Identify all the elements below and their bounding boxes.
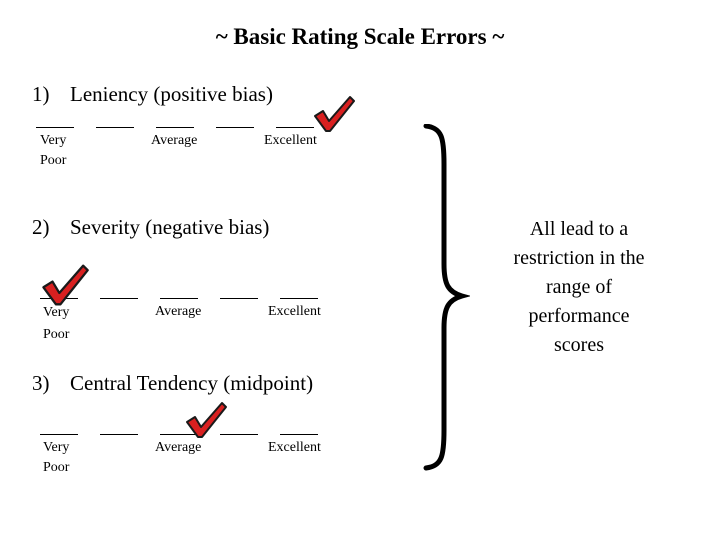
scale-2-blank-4 <box>220 298 258 299</box>
scale-1-blank-5 <box>276 127 314 128</box>
summary-line: restriction in the <box>513 247 645 269</box>
scale-3-high-label: Excellent <box>268 440 321 455</box>
summary-line: All lead to a <box>529 218 629 240</box>
scale-3-blank-2 <box>100 434 138 435</box>
item-1-number: 1) <box>32 82 50 106</box>
scale-3-blank-4 <box>220 434 258 435</box>
scale-1-blank-1 <box>36 127 74 128</box>
summary-line: performance <box>528 305 630 327</box>
red-checkmark-icon <box>186 402 227 438</box>
scale-2-blank-5 <box>280 298 318 299</box>
item-3-label: Central Tendency (midpoint) <box>70 371 314 395</box>
scale-3-blank-3 <box>160 434 198 435</box>
item-2-number: 2) <box>32 215 50 239</box>
scale-1-blank-3 <box>156 127 194 128</box>
scale-1-high-label: Excellent <box>264 133 317 148</box>
scale-3-blank-5 <box>280 434 318 435</box>
scale-2-high-label: Excellent <box>268 304 321 319</box>
scale-1-mid-label: Average <box>151 133 198 148</box>
red-checkmark-icon <box>42 264 89 306</box>
slide-title: ~ Basic Rating Scale Errors ~ <box>215 24 505 49</box>
summary-line: range of <box>545 276 613 298</box>
scale-3-blank-1 <box>40 434 78 435</box>
scale-2-blank-3 <box>160 298 198 299</box>
summary-text: All lead to a restriction in the range o… <box>488 215 670 360</box>
item-1-label: Leniency (positive bias) <box>70 82 273 106</box>
right-curly-brace-icon <box>423 124 470 471</box>
red-checkmark-icon <box>314 96 355 132</box>
scale-2-blank-2 <box>100 298 138 299</box>
item-2-label: Severity (negative bias) <box>70 215 270 239</box>
scale-1-blank-4 <box>216 127 254 128</box>
scale-3-mid-label: Average <box>155 440 202 455</box>
summary-line: scores <box>554 334 604 356</box>
item-2-heading: 2) Severity (negative bias) <box>32 215 269 240</box>
item-3-heading: 3) Central Tendency (midpoint) <box>32 371 313 396</box>
item-1-heading: 1) Leniency (positive bias) <box>32 82 273 107</box>
item-3-number: 3) <box>32 371 50 395</box>
scale-1-blank-2 <box>96 127 134 128</box>
scale-2-mid-label: Average <box>155 304 202 319</box>
